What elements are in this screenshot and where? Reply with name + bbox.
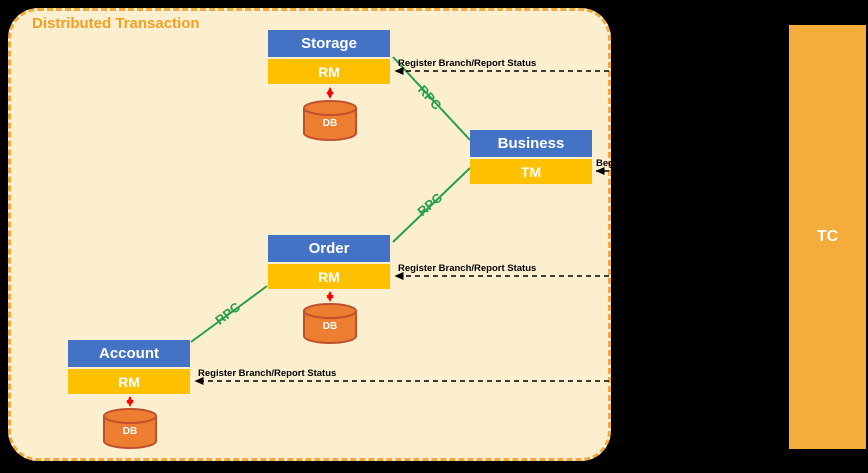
service-business-name: Business bbox=[470, 130, 592, 157]
register-branch-label-order: Register Branch/Report Status bbox=[398, 263, 537, 274]
service-order-name: Order bbox=[268, 235, 390, 262]
service-order-rm: RM bbox=[268, 264, 390, 289]
service-business-tm: TM bbox=[470, 159, 592, 184]
service-storage-rm: RM bbox=[268, 59, 390, 84]
service-account: Account RM bbox=[68, 340, 190, 394]
storage-database: DB bbox=[303, 100, 357, 142]
diagram-title: Distributed Transaction bbox=[32, 15, 200, 32]
service-order: Order RM bbox=[268, 235, 390, 289]
db-cylinder-icon bbox=[303, 303, 357, 344]
service-storage-name: Storage bbox=[268, 30, 390, 57]
service-business: Business TM bbox=[470, 130, 592, 184]
db-label: DB bbox=[322, 118, 338, 129]
service-account-rm: RM bbox=[68, 369, 190, 394]
order-database: DB bbox=[303, 303, 357, 345]
transaction-coordinator: TC bbox=[789, 25, 866, 449]
service-storage: Storage RM bbox=[268, 30, 390, 84]
begin-label-business: Beg bbox=[596, 158, 614, 169]
register-branch-label-storage: Register Branch/Report Status bbox=[398, 58, 537, 69]
account-database: DB bbox=[103, 408, 157, 450]
service-account-name: Account bbox=[68, 340, 190, 367]
db-cylinder-icon bbox=[103, 408, 157, 449]
register-branch-label-account: Register Branch/Report Status bbox=[198, 368, 337, 379]
db-label: DB bbox=[122, 426, 138, 437]
db-label: DB bbox=[322, 321, 338, 332]
db-cylinder-icon bbox=[303, 100, 357, 141]
